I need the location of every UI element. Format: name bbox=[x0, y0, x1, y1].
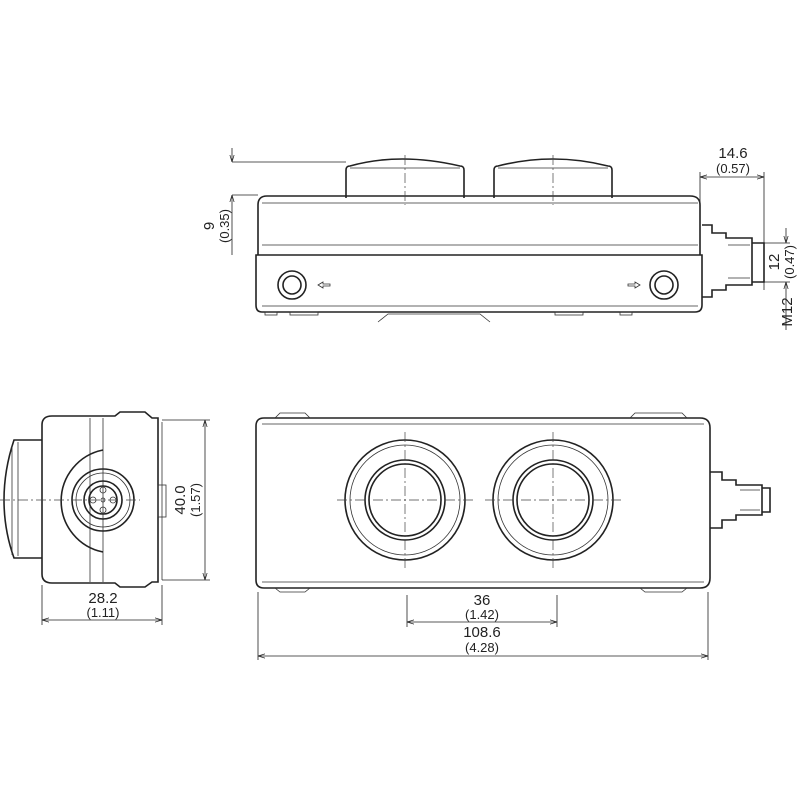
dim-length-inch: (4.28) bbox=[465, 640, 499, 655]
mounting-hole-left bbox=[277, 270, 307, 300]
dim-thread: M12 bbox=[779, 297, 796, 326]
dim-connector-length: 14.6 bbox=[718, 145, 747, 162]
dim-connector-diameter: 12 bbox=[766, 254, 783, 271]
connector-recess bbox=[60, 449, 104, 553]
side-button-dome bbox=[3, 439, 42, 559]
side-housing bbox=[41, 411, 159, 588]
mounting-hole-right bbox=[649, 270, 679, 300]
dim-button-height: 9 bbox=[201, 222, 218, 230]
dim-connector-length-inch: (0.57) bbox=[716, 161, 750, 176]
m12-connector-side bbox=[702, 224, 765, 298]
dim-depth: 28.2 bbox=[88, 590, 117, 607]
housing-top bbox=[257, 195, 701, 255]
front-view bbox=[255, 412, 771, 593]
side-view-dimensions: 40.0 (1.57) 28.2 (1.11) bbox=[41, 419, 210, 625]
left-button-dome bbox=[345, 158, 465, 198]
front-housing bbox=[255, 417, 711, 589]
dim-button-spacing: 36 bbox=[474, 592, 491, 609]
front-view-dimensions: 36 (1.42) 108.6 (4.28) bbox=[257, 592, 709, 660]
dim-length: 108.6 bbox=[463, 624, 501, 641]
arrow-left-icon bbox=[317, 281, 331, 289]
top-view bbox=[255, 155, 765, 323]
dim-height-inch: (1.57) bbox=[188, 483, 203, 517]
dim-height: 40.0 bbox=[172, 485, 189, 514]
dim-depth-inch: (1.11) bbox=[87, 605, 120, 620]
dim-button-spacing-inch: (1.42) bbox=[465, 607, 499, 622]
din-clip bbox=[377, 313, 491, 323]
m12-connector-front bbox=[710, 471, 771, 529]
top-view-dimensions: 9 (0.35) 14.6 (0.57) 12 (0.47) M12 bbox=[201, 145, 797, 330]
side-view bbox=[0, 411, 167, 588]
dim-connector-diameter-inch: (0.47) bbox=[782, 245, 797, 279]
housing-base bbox=[255, 254, 703, 313]
arrow-right-icon bbox=[627, 281, 641, 289]
dim-button-height-inch: (0.35) bbox=[217, 209, 232, 243]
